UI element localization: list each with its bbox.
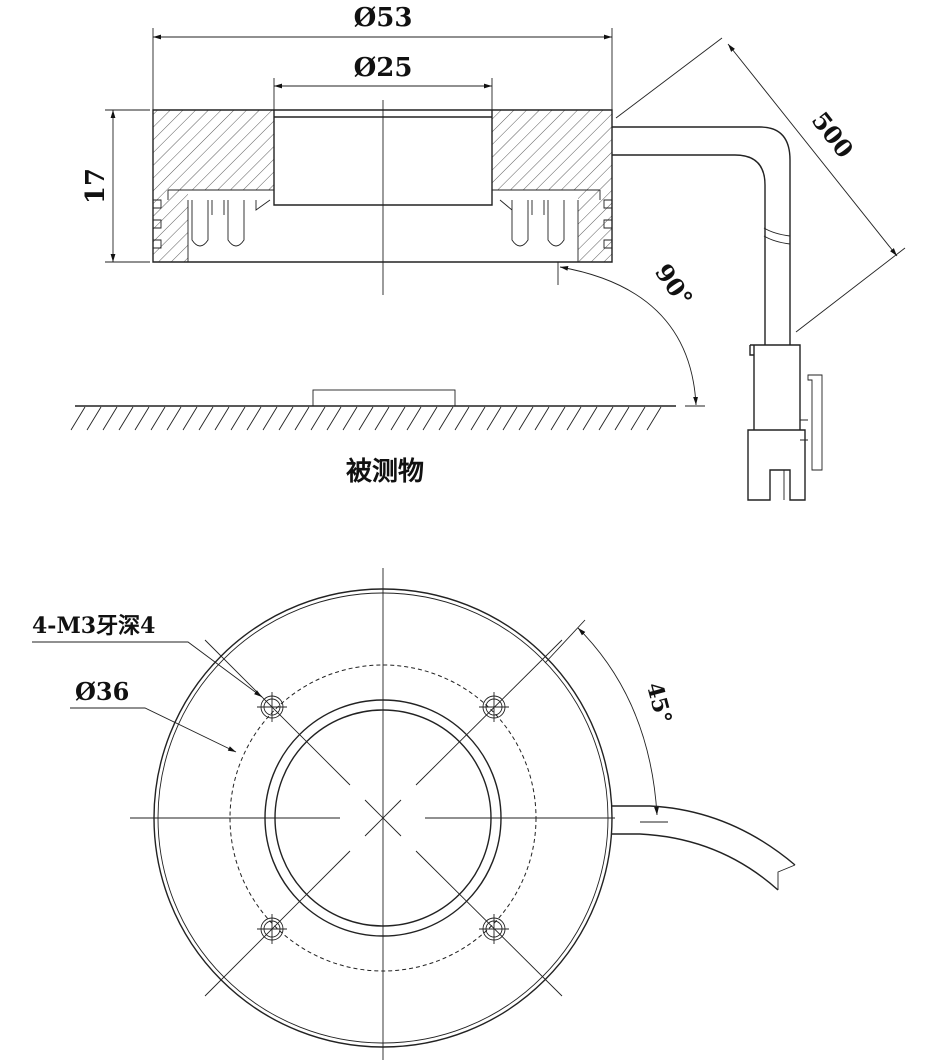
ground-hatch <box>310 406 326 431</box>
ground-hatch <box>518 406 534 431</box>
measured-object <box>312 389 456 407</box>
side-view: Ø53 Ø25 17 500 90° 被测物 <box>70 3 906 501</box>
ground-hatch <box>214 406 230 431</box>
hatched-section-left <box>153 110 274 190</box>
dim-angle-45: 45° <box>641 680 677 727</box>
dim-outer-diameter: Ø53 <box>354 3 413 33</box>
top-view: 4-M3牙深4 Ø36 45° <box>32 568 796 1060</box>
hole-crosshair <box>257 692 287 722</box>
ground-hatch <box>566 406 582 431</box>
ground-hatch <box>358 406 374 431</box>
dim-height: 17 <box>81 168 111 204</box>
hole-crosshair <box>479 692 509 722</box>
ground-hatch <box>646 406 662 431</box>
ground-hatch <box>198 406 214 431</box>
ground-hatch <box>486 406 502 431</box>
ground-hatch <box>630 406 646 431</box>
dim-angle-90: 90° <box>649 258 699 312</box>
cable-top <box>612 805 796 891</box>
ground-hatch <box>422 406 438 431</box>
hole-crosshair <box>479 914 509 944</box>
angle-arc-90 <box>559 266 699 406</box>
dim-line-cable <box>727 43 898 257</box>
ground-hatch <box>278 406 294 431</box>
angle-arc-45 <box>577 627 659 816</box>
cable <box>612 126 791 345</box>
ground-hatch <box>582 406 598 431</box>
ground-hatch <box>406 406 422 431</box>
ground-hatch <box>86 406 102 431</box>
ground-hatch <box>390 406 406 431</box>
hatched-section-right <box>492 110 612 190</box>
ground-hatch <box>182 406 198 431</box>
ground-hatch <box>118 406 134 431</box>
ground-hatch <box>502 406 518 431</box>
ground-hatch <box>326 406 342 431</box>
ground-hatch <box>166 406 182 431</box>
ground-hatch <box>70 406 86 431</box>
sensor-body-outline <box>152 109 613 263</box>
ground-hatch <box>230 406 246 431</box>
dim-cable-length: 500 <box>806 106 860 163</box>
ground-hatch <box>550 406 566 431</box>
object-label: 被测物 <box>346 457 424 487</box>
ground-hatch <box>454 406 470 431</box>
ground-hatch <box>102 406 118 431</box>
ground-hatch <box>374 406 390 431</box>
hole-crosshair <box>257 914 287 944</box>
ground-hatch <box>342 406 358 431</box>
ground-hatch <box>150 406 166 431</box>
ground-hatch <box>294 406 310 431</box>
dim-inner-diameter: Ø25 <box>354 53 413 83</box>
ground-hatch <box>614 406 630 431</box>
ground-hatch <box>470 406 486 431</box>
pcd-label: Ø36 <box>75 677 129 706</box>
ground-hatch <box>598 406 614 431</box>
thread-label: 4-M3牙深4 <box>32 613 155 639</box>
ground-hatch <box>438 406 454 431</box>
ground-hatch <box>262 406 278 431</box>
ground-hatch <box>134 406 150 431</box>
connector <box>747 344 823 501</box>
ground-hatch <box>246 406 262 431</box>
ground-hatch <box>534 406 550 431</box>
